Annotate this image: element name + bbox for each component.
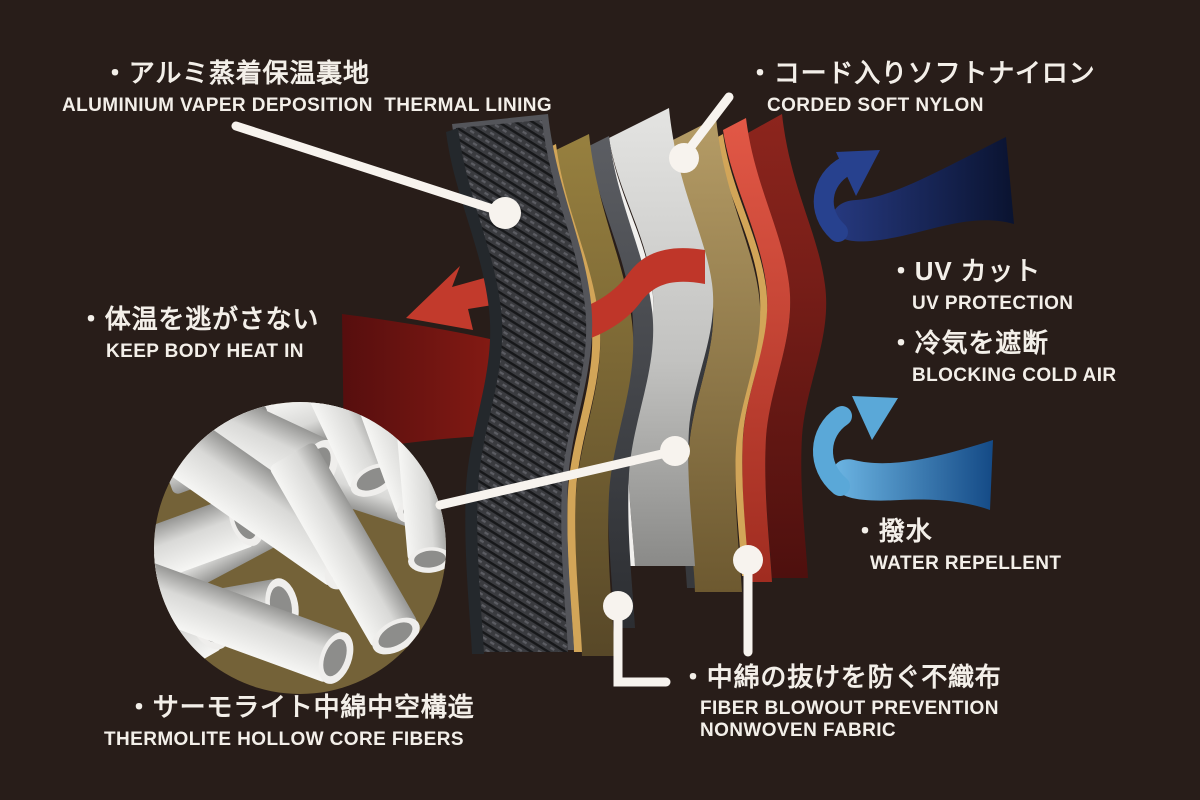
label-uv-protection: ・UV カット UV PROTECTION (888, 256, 1073, 315)
label-thermal-lining-en: ALUMINIUM VAPER DEPOSITION THERMAL LININ… (62, 94, 553, 116)
uv-arrow-ribbon (832, 137, 1014, 242)
cold-air-arrow (813, 396, 993, 510)
fiber-tube-hole (378, 622, 413, 648)
callout-line-thermal (231, 121, 507, 217)
uv-arrow (813, 137, 1014, 242)
layer-outer-shell-red-face (746, 114, 827, 578)
cold-air-ribbon (832, 440, 993, 510)
label-nonwoven-fabric-en2: NONWOVEN FABRIC (700, 720, 896, 742)
layer-dark-gray (589, 136, 654, 628)
uv-arrow-hook (813, 156, 856, 242)
label-nonwoven-fabric-en1: FIBER BLOWOUT PREVENTION (700, 697, 999, 719)
fiber-tube-body (154, 562, 344, 682)
label-blocking-cold-air: ・冷気を遮断 BLOCKING COLD AIR (888, 328, 1117, 387)
fiber-tube-hole (414, 550, 446, 568)
label-thermolite-jp: ・サーモライト中綿中空構造 (126, 692, 475, 722)
label-blocking-cold-air-en: BLOCKING COLD AIR (912, 364, 1117, 386)
layer-gold-edge-left (548, 144, 601, 652)
label-water-repellent-en: WATER REPELLENT (870, 552, 1062, 574)
callout-line-nonwoven-left (613, 603, 671, 687)
callout-dot-thermal (489, 197, 521, 229)
fiber-tube-hole (323, 639, 347, 677)
fiber-tube-body (270, 443, 417, 647)
label-thermal-lining: ・アルミ蒸着保温裏地 ALUMINIUM VAPER DEPOSITION TH… (62, 58, 552, 117)
label-corded-nylon-en: CORDED SOFT NYLON (767, 94, 984, 116)
layer-nonwoven-right (669, 118, 761, 592)
cold-air-arrow-head (852, 396, 898, 440)
label-water-repellent: ・撥水 WATER REPELLENT (852, 516, 1061, 575)
label-thermolite: ・サーモライト中綿中空構造 THERMOLITE HOLLOW CORE FIB… (104, 692, 474, 751)
label-uv-protection-en: UV PROTECTION (912, 292, 1074, 314)
label-corded-nylon: ・コード入りソフトナイロン CORDED SOFT NYLON (747, 58, 1095, 117)
label-uv-protection-jp: ・UV カット (888, 256, 1041, 286)
label-keep-body-heat: ・体温を逃がさない KEEP BODY HEAT IN (78, 304, 319, 363)
callout-line-thermolite (435, 446, 680, 510)
label-thermolite-en: THERMOLITE HOLLOW CORE FIBERS (104, 728, 464, 750)
cold-air-hook (813, 406, 852, 496)
label-blocking-cold-air-jp: ・冷気を遮断 (888, 328, 1049, 358)
fiber-tube (270, 443, 420, 655)
label-water-repellent-jp: ・撥水 (852, 516, 933, 546)
layer-lining-dark-edge (446, 128, 503, 654)
callout-dot-nonwoven-left (603, 591, 633, 621)
outer-layers (548, 108, 827, 656)
fiber-tube-body (264, 402, 395, 489)
layer-nonwoven-left (556, 134, 634, 656)
label-thermal-lining-jp: ・アルミ蒸着保温裏地 (102, 58, 370, 88)
callout-dot-corded (669, 143, 699, 173)
uv-arrow-head (836, 150, 880, 196)
label-corded-nylon-jp: ・コード入りソフトナイロン (747, 58, 1096, 88)
callout-dot-thermolite (660, 436, 690, 466)
fiber-tube (154, 562, 354, 684)
callouts (231, 92, 763, 687)
callout-dot-nonwoven-right (733, 545, 763, 575)
label-keep-body-heat-en: KEEP BODY HEAT IN (106, 340, 304, 362)
layer-silver-highlight-edge (602, 139, 654, 566)
layer-gold-edge-right (716, 134, 768, 576)
inner-layers (446, 114, 593, 654)
layer-outer-shell-red-edge (723, 118, 791, 582)
fiber-tube-body (154, 496, 254, 616)
label-keep-body-heat-jp: ・体温を逃がさない (78, 304, 320, 334)
label-nonwoven-fabric-jp: ・中綿の抜けを防ぐ不織布 (680, 662, 1002, 692)
label-nonwoven-fabric: ・中綿の抜けを防ぐ不織布 FIBER BLOWOUT PREVENTION NO… (680, 662, 1002, 743)
